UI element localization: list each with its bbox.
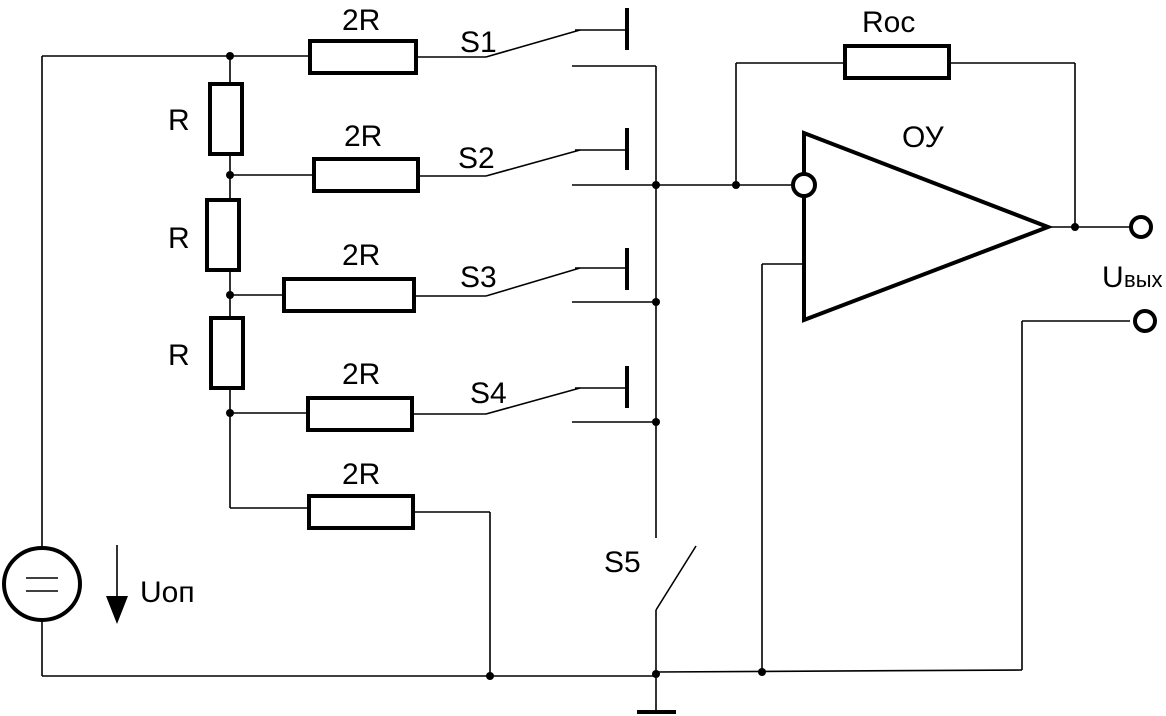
branch-2 [230, 128, 656, 193]
switch-s4-label: S4 [470, 377, 507, 410]
junction-dot [1071, 223, 1079, 231]
resistor-2r-5 [307, 494, 415, 530]
resistor-2r-4-label: 2R [342, 358, 380, 391]
resistor-2r-3 [282, 277, 416, 313]
switch-s3-label: S3 [460, 261, 497, 294]
resistor-2r-2 [312, 157, 420, 193]
reference-voltage-arrow [106, 545, 128, 624]
output-terminal-bottom [1133, 309, 1157, 333]
resistor-2r-1-label: 2R [342, 4, 380, 37]
branch-3 [230, 248, 656, 313]
resistor-r2 [205, 198, 241, 272]
branch-4 [230, 366, 656, 432]
resistor-r3 [209, 316, 245, 390]
output [1021, 215, 1157, 670]
branch-5 [307, 494, 491, 676]
resistor-2r-3-label: 2R [342, 239, 380, 272]
junction-dot [758, 668, 766, 676]
feedback-loop [735, 44, 1076, 227]
junction-dot [652, 181, 660, 189]
ground-bus [42, 669, 1023, 714]
junction-dot [486, 672, 494, 680]
resistor-2r-4 [306, 396, 414, 432]
reference-source [2, 55, 230, 676]
resistor-2r-2-label: 2R [344, 120, 382, 153]
switch-s1-label: S1 [460, 26, 497, 59]
inverting-input-circle [791, 172, 817, 198]
opamp [761, 130, 1054, 672]
reference-voltage-label: Uоп [140, 576, 195, 609]
output-terminal-top [1129, 215, 1153, 239]
opamp-label: ОУ [902, 121, 945, 154]
resistor-r1 [208, 82, 244, 156]
junction-dot [652, 298, 660, 306]
junction-dot [652, 670, 660, 678]
junction-dot [652, 418, 660, 426]
resistor-r1-label: R [168, 104, 190, 137]
resistor-2r-1 [308, 39, 418, 75]
resistor-2r-5-label: 2R [342, 458, 380, 491]
junction-dot [732, 181, 740, 189]
feedback-resistor-label: Roc [862, 6, 915, 39]
summing-bus [655, 184, 794, 676]
switch-s2-label: S2 [458, 142, 495, 175]
output-voltage-subscript: вых [1124, 267, 1163, 292]
output-voltage-label: U [1102, 261, 1124, 294]
resistor-r3-label: R [168, 339, 190, 372]
branch-1 [230, 8, 657, 185]
switch-s5-label: S5 [604, 546, 641, 579]
feedback-resistor [843, 44, 951, 80]
resistor-r2-label: R [168, 222, 190, 255]
